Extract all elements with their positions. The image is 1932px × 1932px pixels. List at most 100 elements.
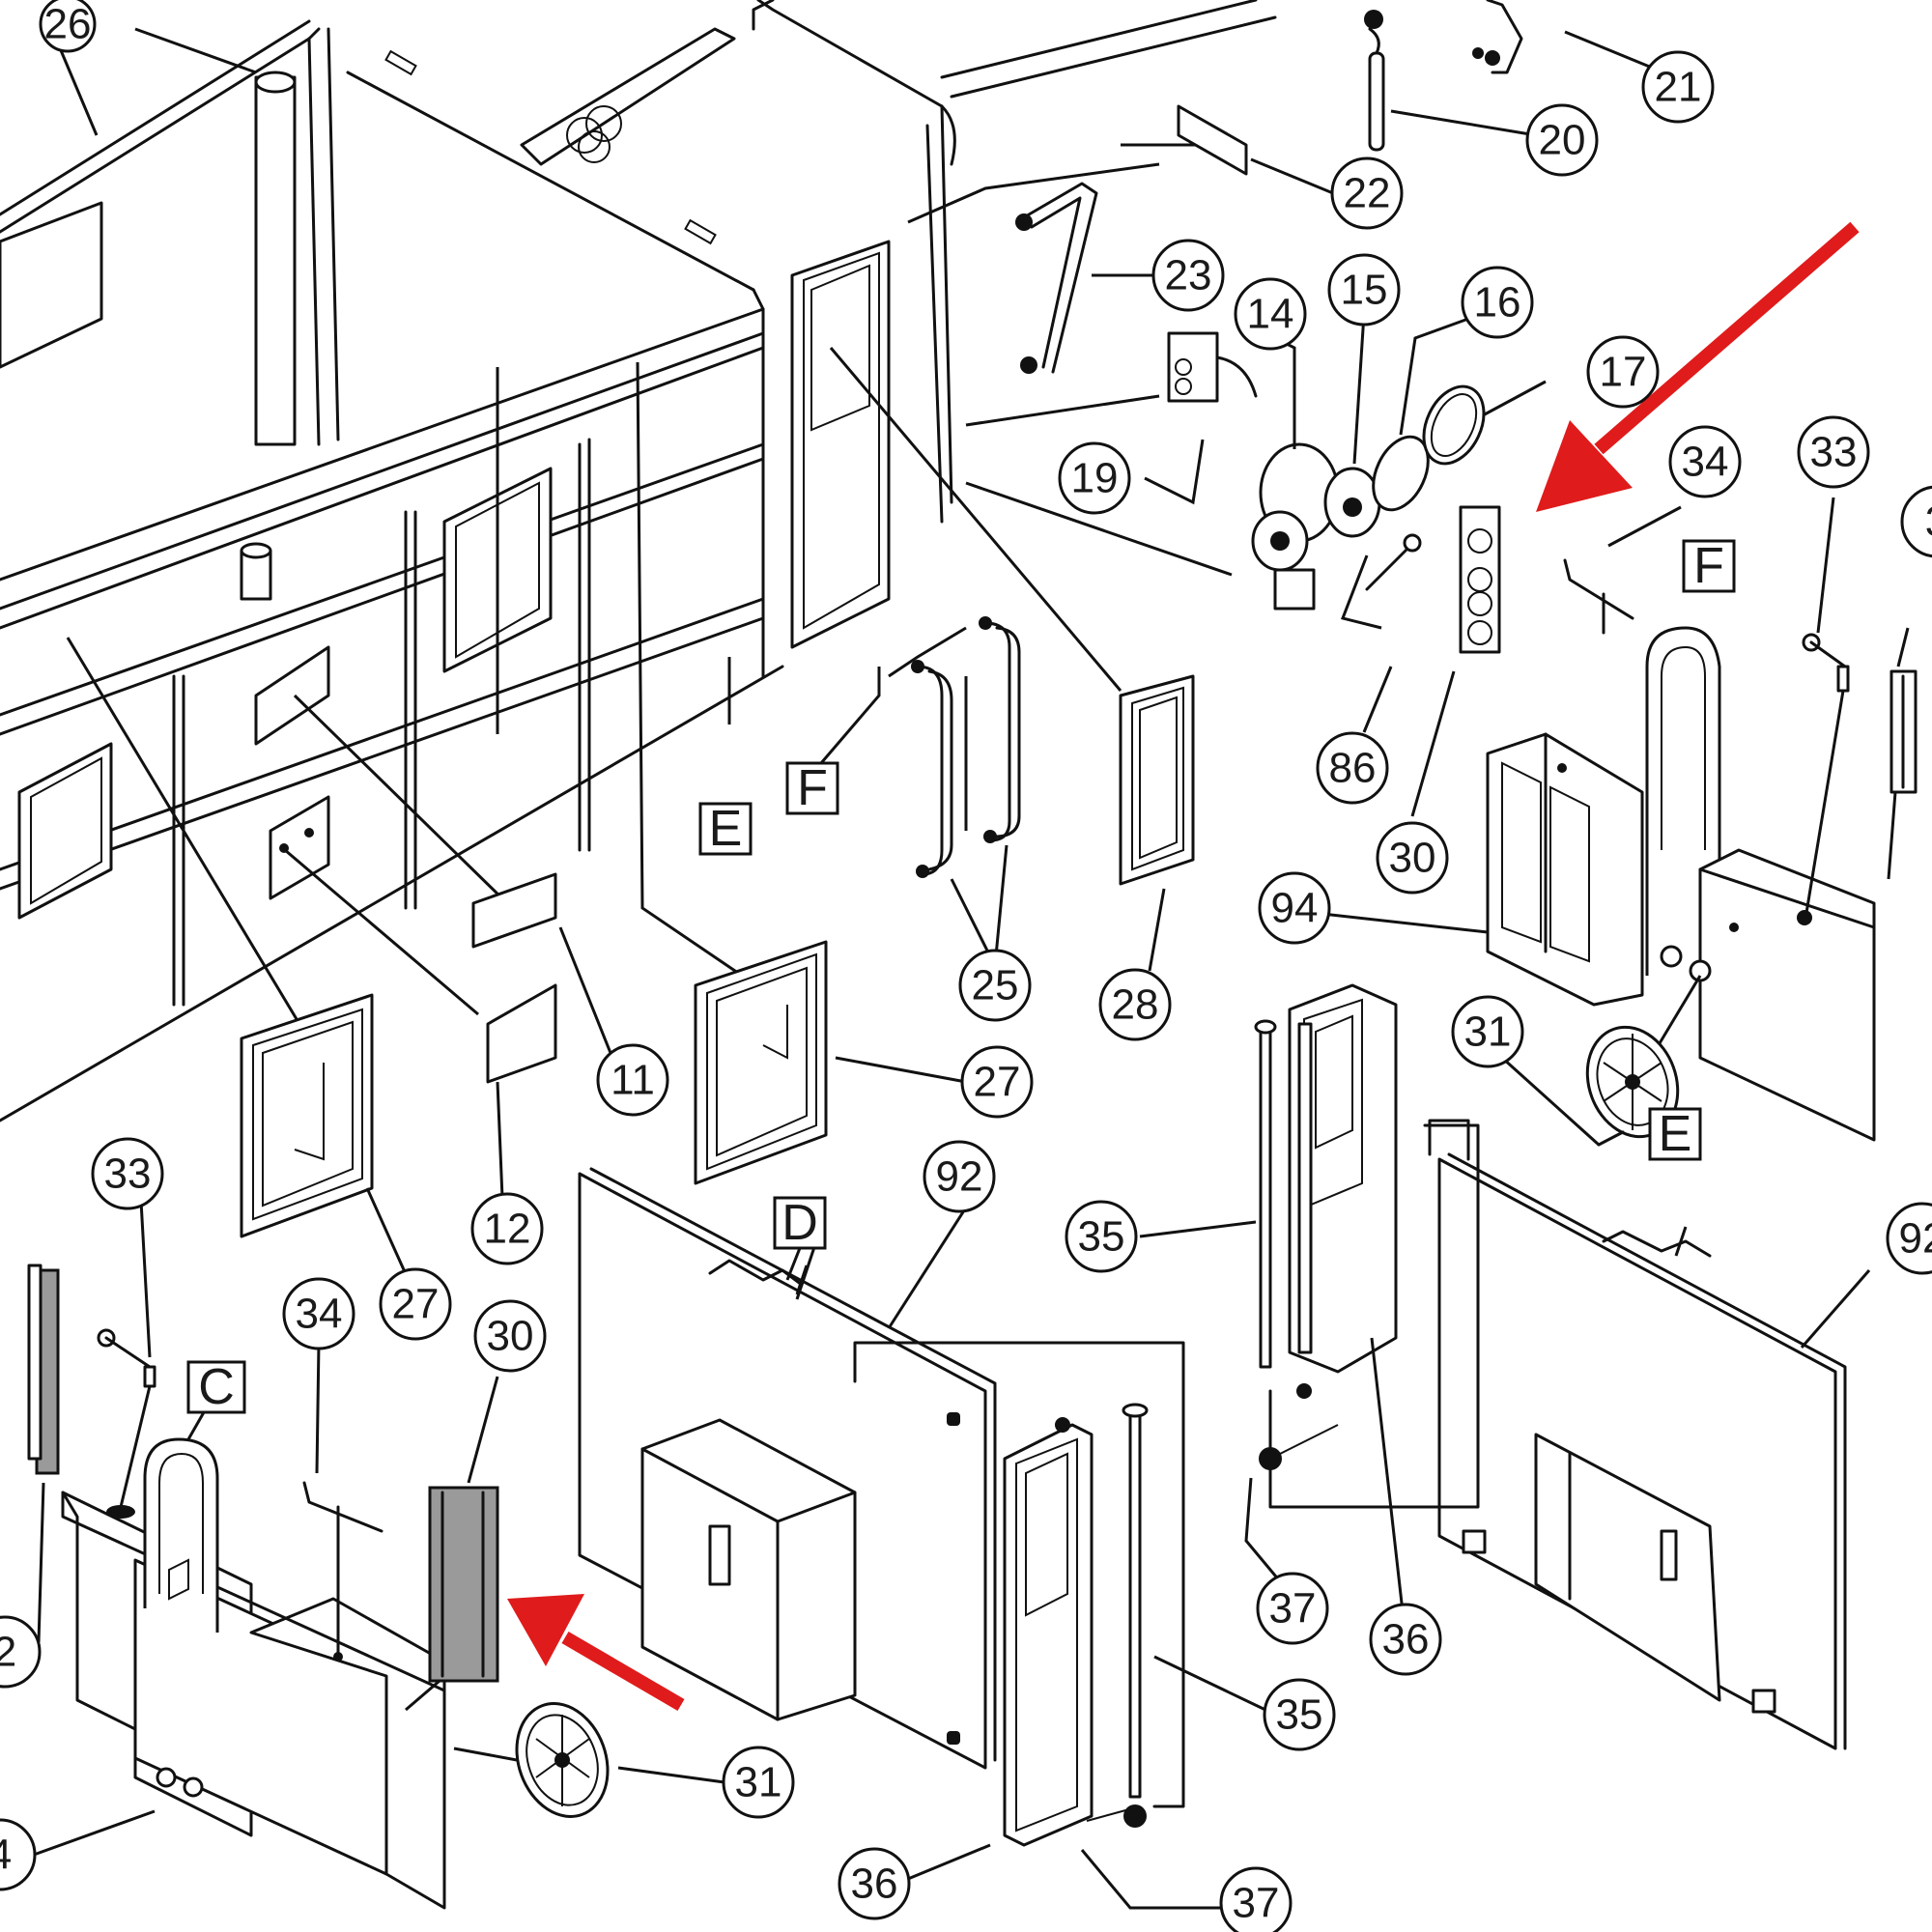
ref-letter-f: F [1682,538,1736,594]
wall-window [17,742,113,920]
callout-11: 11 [596,1043,669,1117]
part-27-window-frame [694,940,828,1185]
svg-text:33: 33 [1810,429,1858,476]
part-92-right-panel [1428,1119,1847,1750]
callout-94: 94 [1258,871,1331,945]
svg-text:37: 37 [1233,1880,1280,1927]
callout-25: 25 [958,949,1032,1022]
svg-text:30: 30 [1389,835,1436,882]
svg-text:25: 25 [972,962,1019,1009]
callout-15: 15 [1327,253,1401,327]
part-34-lever [1563,558,1634,635]
part-lower-left-frame [143,1437,219,1633]
part-20-rod [1364,10,1385,152]
svg-text:11: 11 [611,1057,655,1104]
part-19-bracket [1167,331,1258,403]
svg-text:86: 86 [1329,745,1377,792]
ref-letter-c: C [186,1359,246,1415]
part-30-light-panel [405,1486,499,1712]
ref-letter-f: F [785,760,839,816]
part-31-wheel [453,1702,610,1818]
svg-text:27: 27 [392,1281,440,1328]
part-21-bent-rod [1472,0,1523,74]
part-27-window-frame [240,993,374,1238]
svg-text:35: 35 [1276,1691,1323,1739]
part-23-handrail [1015,182,1098,374]
svg-text:33: 33 [104,1151,152,1198]
part-lower-left-desk [61,1491,446,1910]
svg-text:F: F [1693,538,1724,594]
callout-2: 2 [0,1615,42,1689]
callout-12: 12 [470,1192,544,1265]
svg-text:3: 3 [1925,498,1932,546]
svg-text:34: 34 [296,1291,343,1338]
ref-letter-e: E [698,801,753,857]
callout-17: 17 [1586,335,1660,409]
callout-33: 33 [91,1137,164,1210]
svg-text:26: 26 [44,1,92,48]
red-arrow-lower [507,1594,685,1712]
part-17-bezel [1422,384,1486,466]
svg-text:30: 30 [487,1313,534,1360]
callout-20: 20 [1525,103,1599,177]
callout-19: 19 [1058,441,1131,515]
part-35-rod [1254,1019,1480,1509]
callout-30: 30 [473,1299,547,1373]
part-16-ring [1372,435,1430,512]
callout-22: 22 [1330,156,1404,230]
callout-27: 27 [379,1267,452,1341]
svg-text:15: 15 [1341,267,1388,314]
callout-36: 36 [1369,1603,1442,1676]
callout-14: 14 [1234,277,1307,351]
svg-text:34: 34 [1682,439,1729,486]
red-arrow-upper [1536,221,1860,512]
svg-text:31: 31 [735,1759,782,1806]
svg-text:21: 21 [1655,64,1702,111]
svg-text:31: 31 [1464,1009,1512,1056]
svg-text:D: D [781,1195,818,1251]
svg-text:19: 19 [1071,455,1119,502]
svg-text:27: 27 [974,1059,1021,1106]
svg-text:94: 94 [1271,885,1319,932]
svg-text:2: 2 [0,1629,16,1676]
callout-26: 26 [39,0,97,53]
callout-16: 16 [1461,266,1534,339]
callout-28: 28 [1098,968,1172,1041]
part-grab-bar-left [27,1264,60,1475]
cab-door [790,240,891,649]
svg-text:C: C [198,1359,235,1415]
svg-text:92: 92 [1899,1215,1932,1263]
svg-text:14: 14 [1247,291,1294,338]
svg-text:12: 12 [484,1206,531,1253]
svg-text:92: 92 [936,1153,983,1201]
part-36-door [1003,1417,1094,1847]
part-34-lever [302,1481,384,1662]
callout-3: 3 [1900,485,1932,558]
callout-92: 92 [1886,1202,1932,1275]
callout-33: 33 [1797,415,1870,489]
callout-37: 37 [1256,1572,1329,1645]
part-11-plate [471,872,557,949]
part-12-plate [486,983,557,1084]
svg-text:35: 35 [1078,1213,1125,1261]
svg-text:E: E [709,801,743,857]
callout-4: 4 [0,1818,37,1891]
cab-body [0,0,1277,1122]
wall-window [0,201,103,369]
callout-27: 27 [960,1045,1034,1119]
callout-34: 34 [1668,425,1742,498]
callout-34: 34 [282,1277,355,1350]
part-94-cabinet [1486,732,1644,1007]
callout-36: 36 [838,1847,911,1920]
svg-text:36: 36 [1382,1616,1430,1663]
callout-86: 86 [1316,731,1389,805]
part-30-light-panel [1459,505,1501,654]
callout-31: 31 [1451,995,1524,1068]
svg-text:28: 28 [1112,981,1159,1029]
part-25-grab-irons [911,616,1021,878]
svg-text:36: 36 [851,1861,898,1908]
callout-35: 35 [1065,1200,1138,1273]
svg-text:E: E [1659,1106,1692,1162]
part-92-panel [578,1167,997,1770]
